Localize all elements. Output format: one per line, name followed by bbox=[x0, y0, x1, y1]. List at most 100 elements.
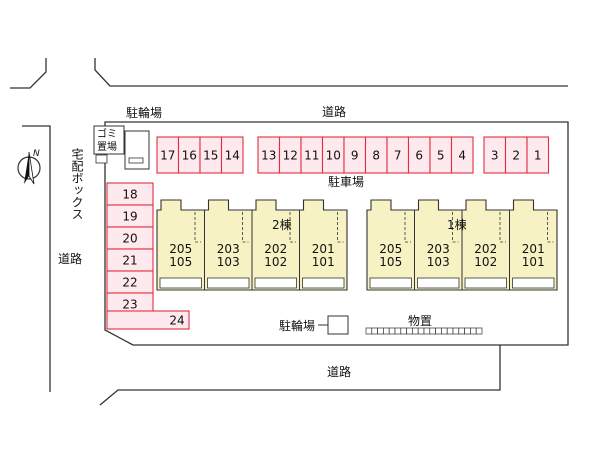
parking-number: 19 bbox=[122, 210, 137, 224]
storage-unit bbox=[429, 327, 436, 335]
parking-number: 2 bbox=[512, 149, 520, 163]
parking-number: 1 bbox=[534, 149, 542, 163]
road-label-top: 道路 bbox=[322, 104, 346, 119]
north-arrow-icon: N bbox=[17, 149, 41, 185]
parking-label: 駐車場 bbox=[328, 174, 364, 189]
parking-space: 14 bbox=[220, 136, 244, 174]
storage-unit bbox=[475, 327, 483, 335]
bicycle-parking-top-label: 駐輪場 bbox=[126, 105, 162, 120]
parking-space: 15 bbox=[199, 136, 223, 174]
storage-unit bbox=[388, 327, 396, 335]
buildings: 2051052031032021022011012棟20510520310320… bbox=[156, 199, 558, 291]
storage-unit bbox=[406, 327, 413, 335]
parking-space: 6 bbox=[407, 136, 431, 174]
parking-number: 21 bbox=[122, 254, 137, 268]
unit-number: 105 bbox=[379, 255, 402, 269]
building-name: 2棟 bbox=[272, 217, 292, 232]
storage-unit bbox=[365, 327, 373, 335]
garbage-label-2: 置場 bbox=[97, 140, 117, 153]
unit-number: 203 bbox=[427, 242, 450, 256]
parking-space: 18 bbox=[106, 182, 154, 206]
unit-number: 103 bbox=[427, 255, 450, 269]
building-name: 1棟 bbox=[447, 217, 467, 232]
storage-unit bbox=[446, 327, 454, 335]
road-lines bbox=[10, 58, 568, 406]
parking-space: 13 bbox=[257, 136, 281, 174]
parking-number: 14 bbox=[225, 149, 240, 163]
storage-unit bbox=[458, 327, 465, 335]
storage-unit bbox=[470, 327, 477, 335]
parking-number: 15 bbox=[203, 149, 218, 163]
storage-unit bbox=[383, 327, 390, 335]
parking-space: 9 bbox=[343, 136, 367, 174]
road-curb-top bbox=[94, 58, 568, 87]
unit-number: 203 bbox=[217, 242, 240, 256]
storage-unit bbox=[400, 327, 407, 335]
storage-unit bbox=[441, 327, 448, 335]
storage-unit bbox=[452, 327, 460, 335]
parking-space: 12 bbox=[278, 136, 302, 174]
parking-space: 22 bbox=[106, 270, 154, 294]
parking-number: 5 bbox=[437, 149, 445, 163]
parking-number: 12 bbox=[283, 149, 298, 163]
storage-unit bbox=[371, 327, 378, 335]
parking-column-left: 18 19 20 21 22 23 bbox=[106, 182, 154, 316]
parking-space: 11 bbox=[300, 136, 324, 174]
parking-space: 7 bbox=[386, 136, 410, 174]
delivery-box-icon bbox=[95, 154, 108, 164]
unit-number: 201 bbox=[522, 242, 545, 256]
parking-number: 9 bbox=[351, 149, 359, 163]
road-label-left: 道路 bbox=[58, 251, 82, 266]
unit-number: 102 bbox=[474, 255, 497, 269]
parking-space: 19 bbox=[106, 204, 154, 228]
parking-number: 8 bbox=[372, 149, 380, 163]
parking-number: 7 bbox=[394, 149, 402, 163]
north-label: N bbox=[33, 149, 40, 159]
unit-number: 205 bbox=[379, 242, 402, 256]
parking-number: 17 bbox=[160, 149, 175, 163]
storage-unit bbox=[377, 327, 384, 335]
road-label-bottom: 道路 bbox=[327, 364, 351, 379]
storage-unit bbox=[435, 327, 442, 335]
parking-space: 5 bbox=[429, 136, 453, 174]
parking-number: 4 bbox=[458, 149, 466, 163]
parking-space: 20 bbox=[106, 226, 154, 250]
bicycle-parking-top bbox=[124, 130, 150, 170]
unit-number: 105 bbox=[169, 255, 192, 269]
parking-number: 6 bbox=[415, 149, 423, 163]
parking-space: 10 bbox=[321, 136, 345, 174]
parking-space: 3 bbox=[483, 136, 507, 174]
storage-label: 物置 bbox=[408, 314, 432, 328]
parking-number: 23 bbox=[122, 298, 137, 312]
storage-unit bbox=[464, 327, 471, 335]
garbage-station bbox=[93, 125, 125, 155]
unit-number: 201 bbox=[312, 242, 335, 256]
parking-space: 21 bbox=[106, 248, 154, 272]
garbage-label-1: ゴミ bbox=[97, 127, 117, 140]
parking-number: 24 bbox=[169, 314, 184, 328]
parking-bottom-space: 24 bbox=[106, 310, 190, 330]
road-curb-top-left bbox=[10, 58, 47, 89]
parking-number: 20 bbox=[122, 232, 137, 246]
parking-number: 16 bbox=[182, 149, 197, 163]
storage-unit bbox=[423, 327, 431, 335]
storage-unit bbox=[394, 327, 402, 335]
parking-space: 17 bbox=[156, 136, 180, 174]
unit-number: 205 bbox=[169, 242, 192, 256]
unit-number: 101 bbox=[522, 255, 545, 269]
parking-number: 3 bbox=[491, 149, 499, 163]
parking-number: 10 bbox=[326, 149, 341, 163]
unit-number: 202 bbox=[474, 242, 497, 256]
parking-space: 1 bbox=[526, 136, 550, 174]
road-curb-bottom bbox=[99, 345, 501, 406]
parking-space: 8 bbox=[364, 136, 388, 174]
road-curb-left bbox=[22, 125, 51, 392]
parking-space: 23 bbox=[106, 292, 154, 316]
parking-space: 2 bbox=[504, 136, 528, 174]
parking-number: 18 bbox=[122, 188, 137, 202]
unit-number: 101 bbox=[312, 255, 335, 269]
unit-number: 102 bbox=[264, 255, 287, 269]
storage-unit bbox=[412, 327, 419, 335]
